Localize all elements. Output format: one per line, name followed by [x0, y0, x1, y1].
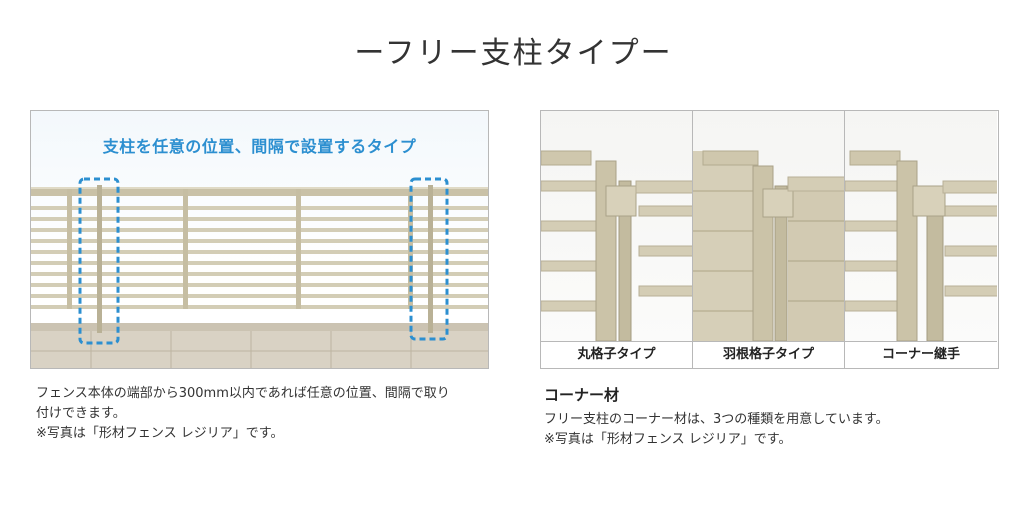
left-description-note: ※写真は「形材フェンス レジリア」です。 — [36, 426, 284, 441]
fence-photo: 支柱を任意の位置、間隔で設置するタイプ — [30, 110, 489, 369]
left-description: フェンス本体の端部から300mm以内であれば任意の位置、間隔で取り 付けできます… — [36, 384, 486, 444]
type-label-corner-joint: コーナー継手 — [845, 341, 997, 368]
left-description-line1: フェンス本体の端部から300mm以内であれば任意の位置、間隔で取り 付けできます… — [36, 386, 450, 421]
corner-material-heading: コーナー材 — [544, 386, 620, 404]
type-label-maru-koushi: 丸格子タイプ — [541, 341, 692, 368]
right-description: フリー支柱のコーナー材は、3つの種類を用意しています。 ※写真は「形材フェンス … — [544, 410, 1004, 450]
page-title: ーフリー支柱タイプー — [354, 36, 673, 71]
corner-joint-image — [845, 111, 997, 341]
right-description-line1: フリー支柱のコーナー材は、3つの種類を用意しています。 — [544, 412, 889, 427]
right-description-note: ※写真は「形材フェンス レジリア」です。 — [544, 432, 792, 447]
photo-caption: 支柱を任意の位置、間隔で設置するタイプ — [102, 137, 417, 156]
maru-koushi-image — [541, 111, 692, 341]
type-cell-maru-koushi: 丸格子タイプ — [541, 111, 693, 368]
type-cell-corner-joint: コーナー継手 — [845, 111, 997, 368]
fence-illustration — [31, 177, 488, 368]
hane-koushi-image — [693, 111, 844, 341]
type-label-hane-koushi: 羽根格子タイプ — [693, 341, 844, 368]
type-cell-hane-koushi: 羽根格子タイプ — [693, 111, 845, 368]
corner-types-panel: 丸格子タイプ 羽根格子タイプ — [540, 110, 999, 369]
